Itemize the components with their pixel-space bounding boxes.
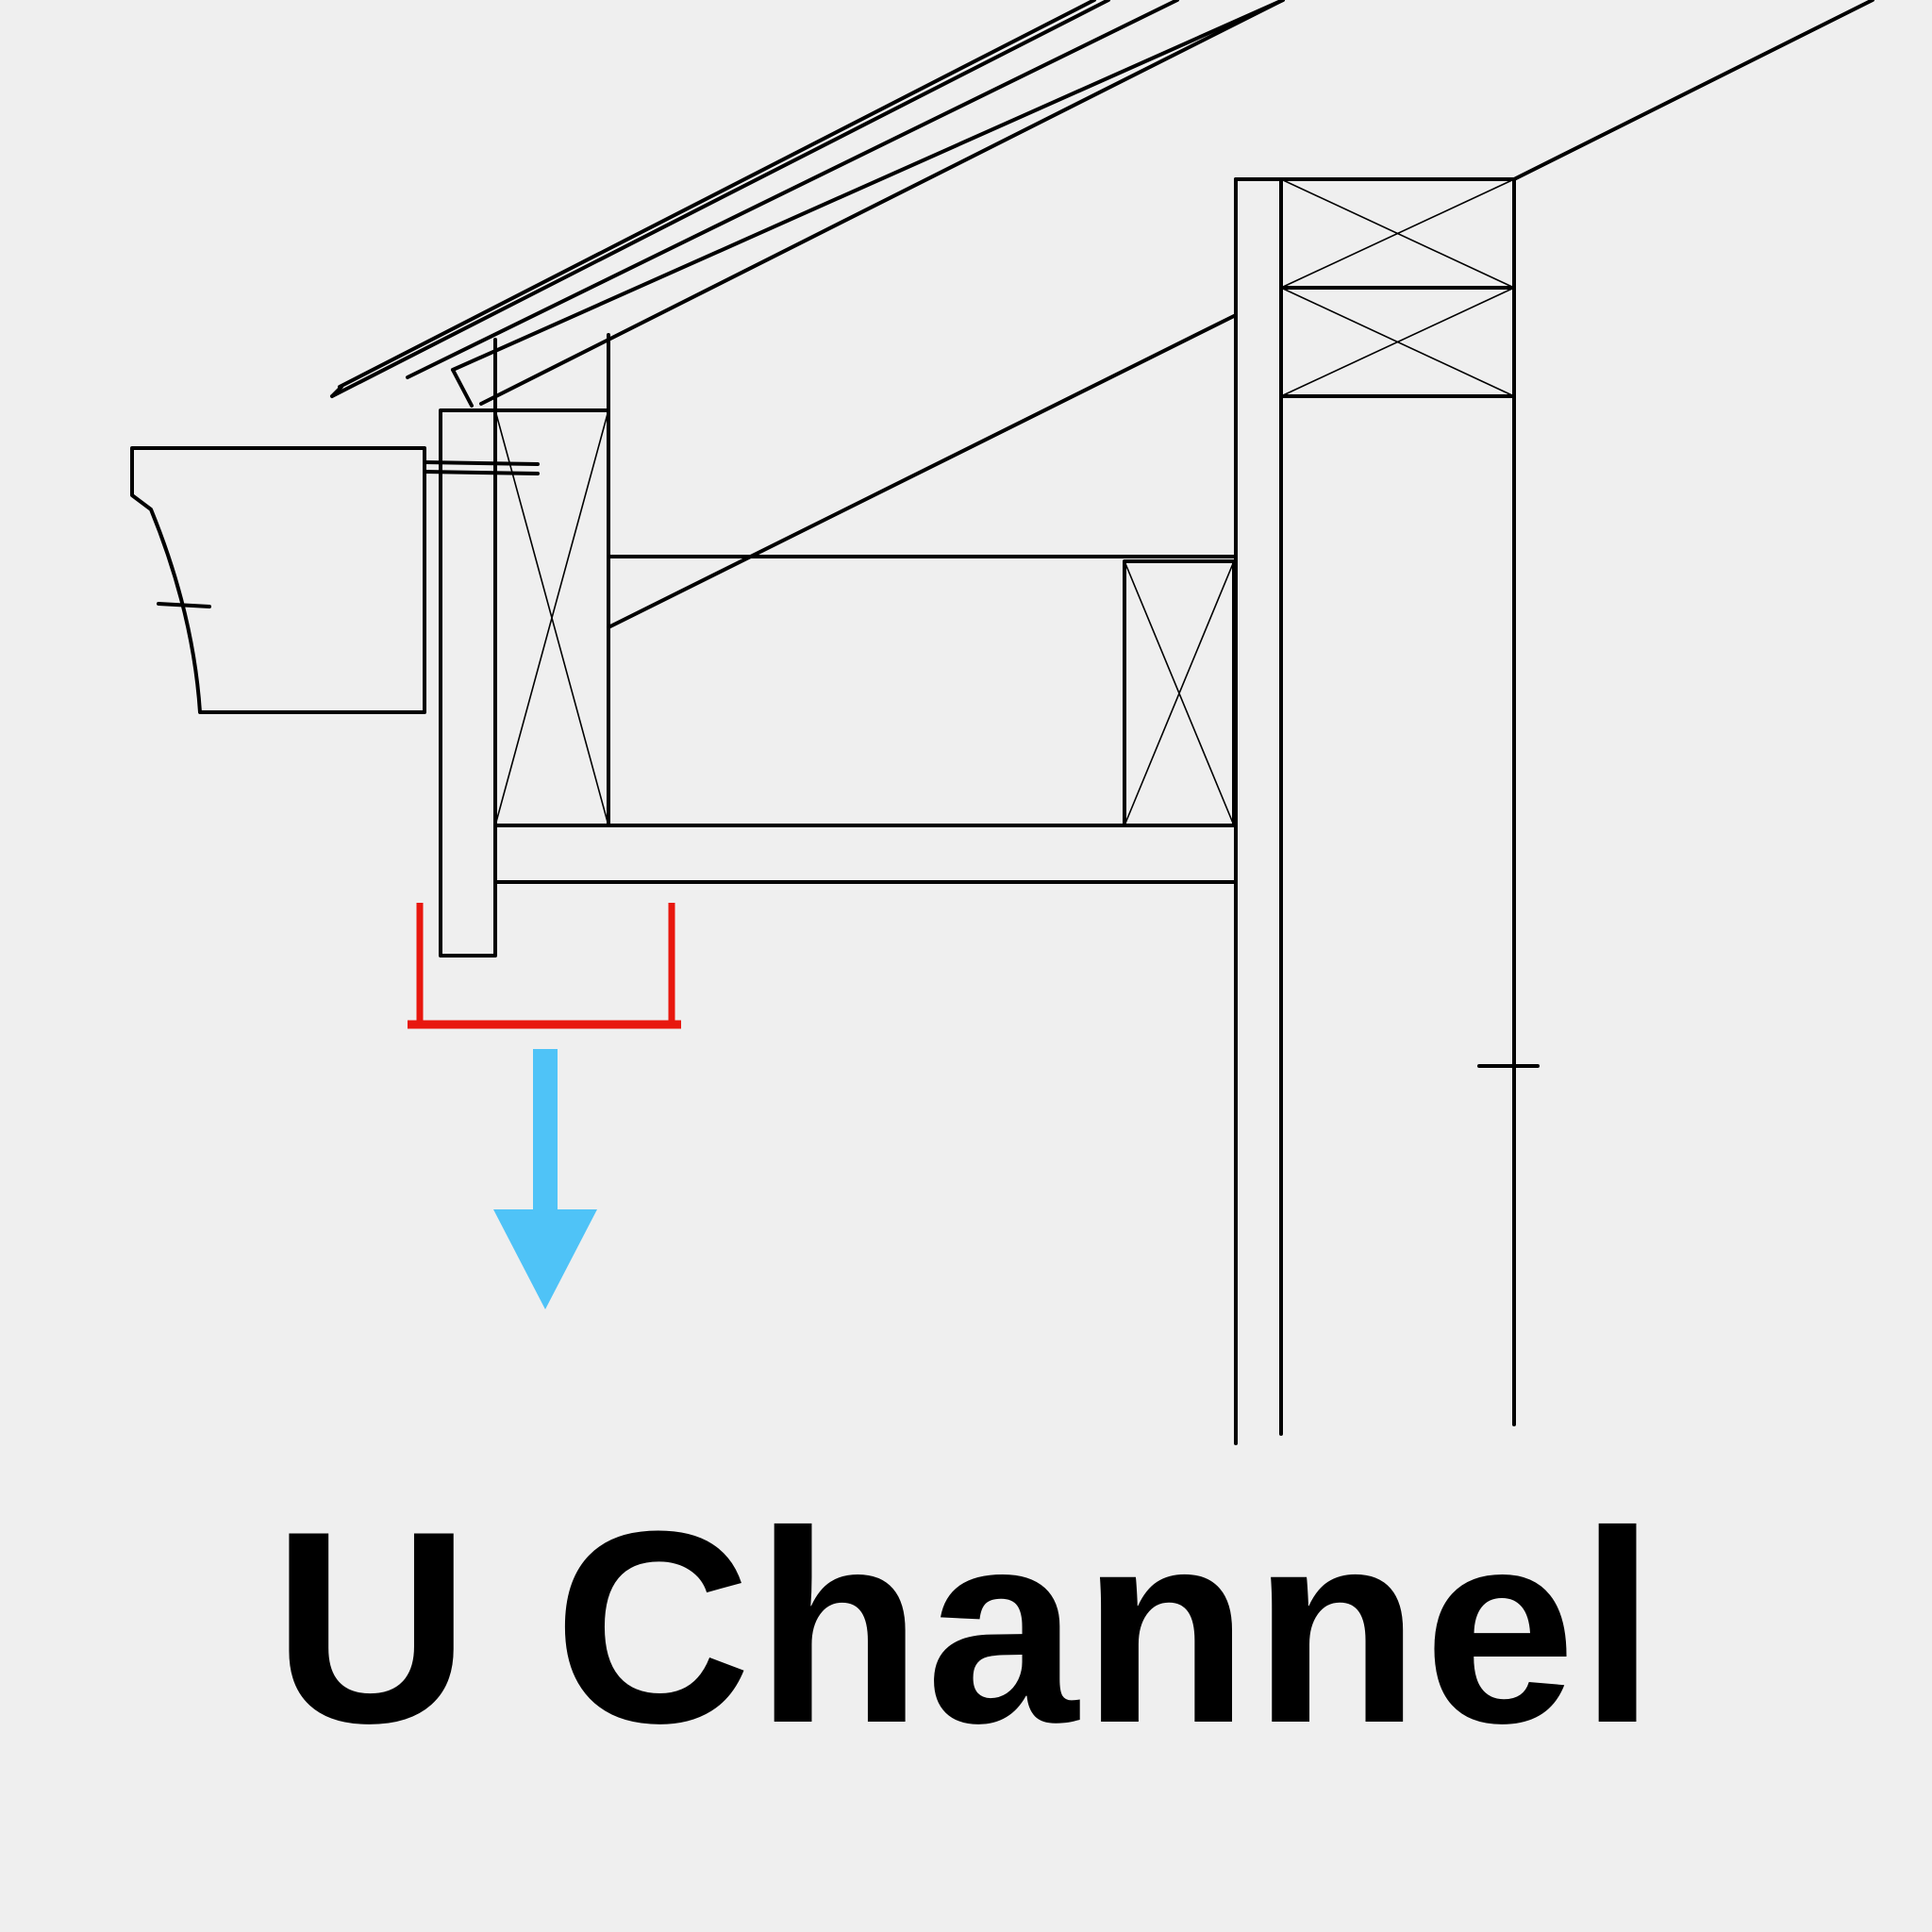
wall-studs (1234, 177, 1516, 1445)
inner-blocking (1123, 559, 1236, 827)
roof-layers (330, 0, 1285, 408)
fascia-board (130, 446, 426, 714)
top-plates (1279, 178, 1516, 398)
u-channel-profile (416, 903, 675, 1028)
fascia-mark (157, 602, 211, 608)
diagram-caption: U Channel (273, 1474, 1659, 1780)
outer-blocking (493, 333, 610, 827)
rafter-tail (439, 408, 497, 958)
eave-section-drawing (130, 0, 1874, 1445)
down-arrow-icon (493, 1049, 597, 1309)
roof-line-art (130, 0, 1874, 1445)
